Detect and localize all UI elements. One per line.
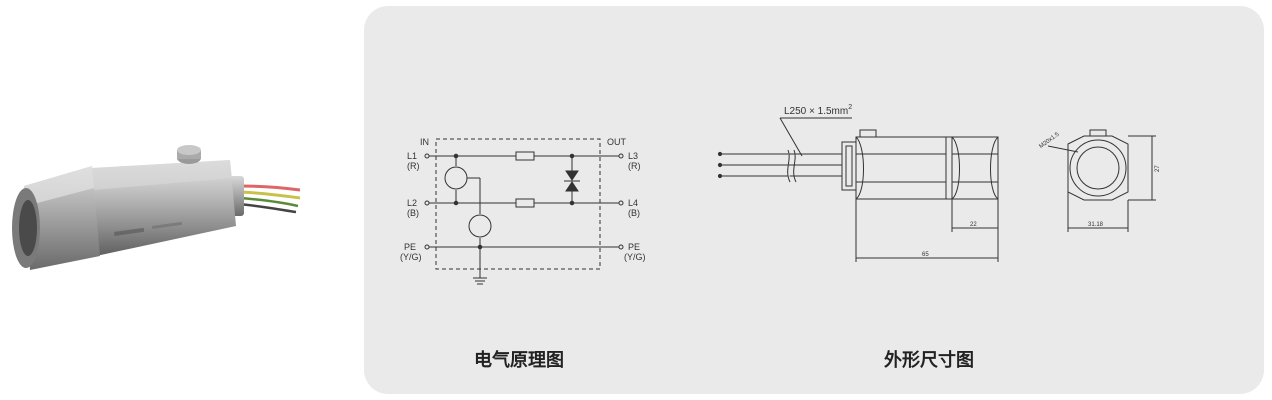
circuit-schematic — [424, 138, 624, 285]
l1-color-label: (R) — [407, 161, 420, 171]
product-photo — [12, 145, 301, 270]
dim-22-label: 22 — [970, 222, 977, 228]
l1-label: L1 — [407, 151, 417, 161]
dim-65-label: 65 — [922, 252, 929, 258]
pe-left-color-label: (Y/G) — [400, 252, 422, 262]
schematic-labels: IN OUT L1 (R) L2 (B) PE (Y/G) L3 (R) L4 … — [400, 137, 646, 262]
wire-spec-label: L250 × 1.5mm2 — [784, 104, 852, 117]
diagram-panel: IN OUT L1 (R) L2 (B) PE (Y/G) L3 (R) L4 … — [364, 6, 1264, 394]
dimension-caption: 外形尺寸图 — [884, 350, 974, 371]
l2-color-label: (B) — [407, 208, 419, 218]
schematic-caption: 电气原理图 — [474, 350, 564, 371]
dim-31-18-label: 31.18 — [1088, 222, 1104, 228]
dimension-labels: L250 × 1.5mm2 22 65 M20x1.5 27 31.18 — [784, 104, 1161, 258]
diagram-canvas: IN OUT L1 (R) L2 (B) PE (Y/G) L3 (R) L4 … — [400, 104, 1161, 285]
l4-color-label: (B) — [628, 208, 640, 218]
l4-label: L4 — [628, 198, 638, 208]
out-label: OUT — [607, 137, 627, 147]
pe-right-color-label: (Y/G) — [624, 252, 646, 262]
l3-color-label: (R) — [628, 161, 641, 171]
l2-label: L2 — [407, 198, 417, 208]
pe-right-label: PE — [628, 242, 640, 252]
l3-label: L3 — [628, 151, 638, 161]
dim-27-label: 27 — [1155, 165, 1161, 172]
dimension-drawing — [717, 117, 1156, 262]
thread-label: M20x1.5 — [1038, 131, 1061, 150]
pe-left-label: PE — [404, 242, 416, 252]
in-label: IN — [420, 137, 429, 147]
